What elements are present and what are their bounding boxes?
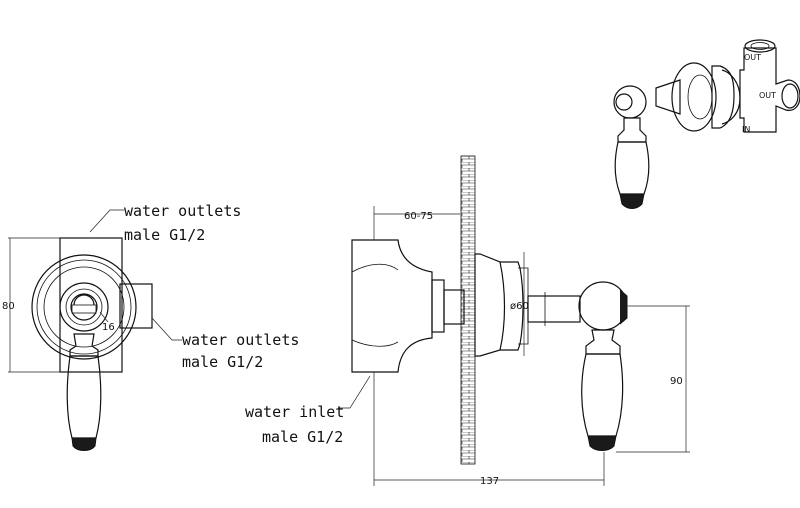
dim-port-diameter: 16 <box>102 322 115 333</box>
label-outlets-side-line1: water outlets <box>182 331 299 349</box>
iso-top-port-inner <box>750 42 770 50</box>
dim-height-front: 80 <box>2 301 15 312</box>
side-valve-body <box>351 239 433 373</box>
leader-outlets-side <box>151 317 182 341</box>
front-side-port <box>119 283 153 329</box>
iso-lever-collar <box>617 117 647 143</box>
iso-label-out-top: OUT <box>744 53 761 62</box>
side-spindle <box>527 295 581 323</box>
iso-lever <box>614 141 650 195</box>
front-port-circle <box>70 293 98 321</box>
iso-ball-cap <box>615 93 633 111</box>
dim-handle-drop: 90 <box>670 376 683 387</box>
front-handle-tip <box>71 437 97 451</box>
iso-ball-head <box>613 85 647 119</box>
leader-outlets-top <box>89 209 124 233</box>
front-escutcheon-mid <box>36 259 132 355</box>
front-port-slot <box>71 304 97 314</box>
side-lever-collar <box>585 329 621 355</box>
front-view: 80 16 water outlets male G1/2 water outl… <box>2 202 299 451</box>
front-arc-arrow <box>73 294 95 306</box>
dim-flange-diameter: ø60 <box>510 301 529 312</box>
side-flange <box>474 253 506 357</box>
iso-spindle <box>655 79 681 115</box>
side-sleeve <box>443 289 465 325</box>
label-outlets-side-line2: male G1/2 <box>182 353 263 371</box>
leader-inlet <box>338 375 371 409</box>
front-bonnet <box>59 282 109 332</box>
front-handle-lever <box>66 355 102 439</box>
wall-section <box>460 155 476 465</box>
iso-body <box>739 47 800 133</box>
dim-16-leader <box>99 311 109 323</box>
label-outlets-top-line1: water outlets <box>124 202 241 220</box>
iso-escutcheon <box>671 62 717 132</box>
label-outlets-top-line2: male G1/2 <box>124 226 205 244</box>
label-inlet-line1: water inlet <box>245 403 344 421</box>
iso-lever-tip <box>619 193 645 209</box>
side-body-curve-top <box>351 263 399 273</box>
side-handle-ball <box>578 281 628 331</box>
iso-side-port <box>781 83 799 109</box>
side-handle-cap <box>619 289 628 325</box>
side-view: 60-75 ø60 90 137 water inlet male G1/2 <box>245 155 690 487</box>
front-escutcheon-inner <box>43 266 125 348</box>
front-spindle <box>65 288 103 326</box>
iso-nut <box>711 65 735 129</box>
label-inlet-line2: male G1/2 <box>262 428 343 446</box>
side-nut <box>431 279 445 333</box>
iso-top-port <box>744 39 776 53</box>
iso-label-out-side: OUT <box>759 91 776 100</box>
iso-escutcheon-inner <box>687 74 713 120</box>
side-lever-tip <box>587 435 617 451</box>
side-body-curve-bottom <box>351 339 399 347</box>
front-escutcheon-outer <box>31 254 137 360</box>
dim-depth-range: 60-75 <box>404 211 433 222</box>
dim-overall-length: 137 <box>480 476 499 487</box>
side-lever <box>581 353 624 437</box>
iso-label-in: IN <box>742 125 750 134</box>
isometric-view: OUT OUT IN <box>613 39 800 209</box>
